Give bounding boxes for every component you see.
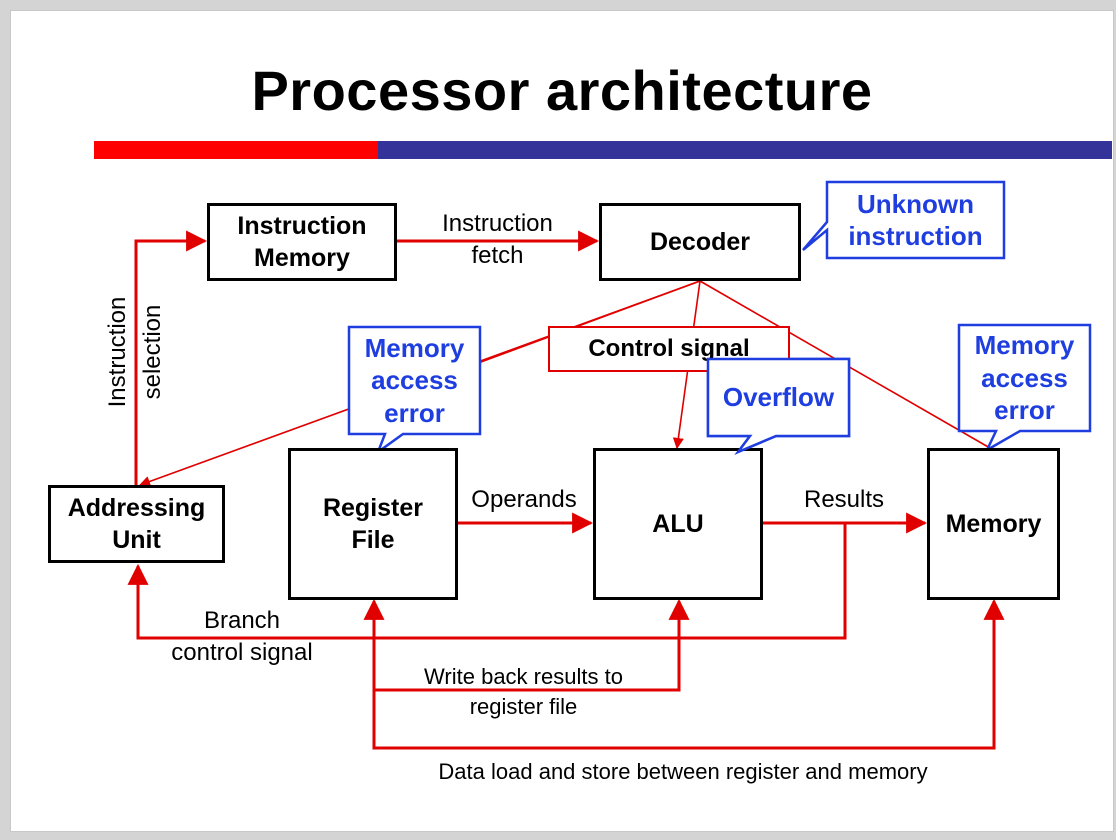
alu-block: ALU <box>593 448 763 600</box>
title-underline-red <box>94 141 378 159</box>
title-underline-blue <box>378 141 1112 159</box>
branch-control-arrow <box>127 523 847 640</box>
control-signal-block: Control signal <box>548 326 790 372</box>
instruction-selection-arrow <box>134 230 208 486</box>
data-load-store-label: Data load and store between register and… <box>438 759 928 784</box>
instruction-selection-label: Instruction selection <box>104 296 166 408</box>
decoder-block: Decoder <box>599 203 801 281</box>
data-load-store-arrow <box>372 598 1005 750</box>
register-file-block: Register File <box>288 448 458 600</box>
slide-title: Processor architecture <box>251 59 873 122</box>
operands-label: Operands <box>471 486 577 513</box>
memory-access-error-callout-register <box>347 325 482 456</box>
instruction-fetch-label: Instruction fetch <box>442 210 553 270</box>
memory-access-error-callout-memory <box>957 323 1092 454</box>
memory-access-error-memory-text: Memory access error <box>974 330 1075 426</box>
addressing-unit-block: Addressing Unit <box>48 485 225 563</box>
unknown-instruction-callout <box>802 180 1006 260</box>
instruction-memory-block: Instruction Memory <box>207 203 397 281</box>
results-label: Results <box>803 486 885 513</box>
write-back-arrow <box>363 598 690 692</box>
memory-access-error-register-text: Memory access error <box>364 332 465 428</box>
branch-control-signal-label: Branch control signal <box>171 607 313 667</box>
write-back-label: Write back results to register file <box>424 664 623 719</box>
overflow-text: Overflow <box>722 382 835 413</box>
memory-block: Memory <box>927 448 1060 600</box>
unknown-instruction-text: Unknown instruction <box>848 188 983 252</box>
